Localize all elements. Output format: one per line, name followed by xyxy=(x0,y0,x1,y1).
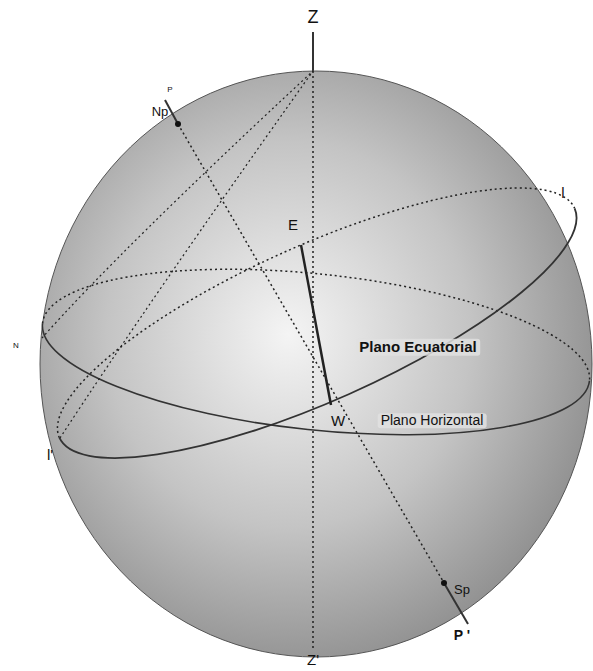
point-label: N xyxy=(13,342,19,351)
pole-label: Np xyxy=(152,105,169,119)
point-label: l xyxy=(561,185,564,202)
point-label: l' xyxy=(47,447,53,464)
meridian xyxy=(60,71,313,438)
plane-label: Plano Ecuatorial xyxy=(356,339,480,356)
zenith-axis xyxy=(312,71,314,648)
sphere xyxy=(40,71,592,657)
pole-label: P xyxy=(167,86,172,95)
zenith-axis xyxy=(312,32,314,71)
zenith-label: Z xyxy=(308,8,319,28)
horizon-plane xyxy=(34,246,593,459)
point-label: E xyxy=(288,217,298,234)
east-west-line xyxy=(301,245,331,405)
pole-dot xyxy=(441,580,447,586)
equatorial-plane xyxy=(28,137,593,509)
point-label: W xyxy=(331,413,345,430)
plane-label: Plano Horizontal xyxy=(378,413,487,428)
pole-label: P ' xyxy=(454,628,470,643)
zenith-label: Z' xyxy=(307,652,319,669)
pole-label: Sp xyxy=(454,583,470,597)
pole-dot xyxy=(175,121,181,127)
meridian xyxy=(42,71,313,338)
